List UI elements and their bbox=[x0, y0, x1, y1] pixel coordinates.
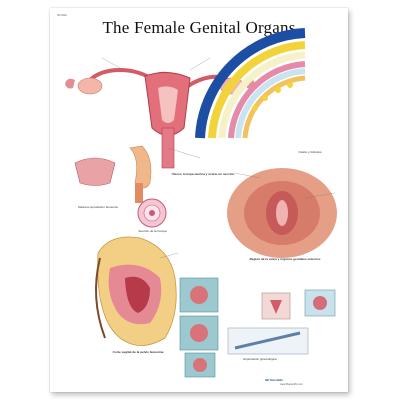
publisher-url: www.3bscientific.com bbox=[280, 383, 303, 386]
vulva-illustration bbox=[227, 168, 337, 258]
anatomy-illustrations bbox=[65, 28, 337, 378]
ovary-spiral-diagram bbox=[195, 28, 306, 139]
caption-vulva: Región de la vulva y órganos genitales e… bbox=[249, 257, 321, 261]
product-code: VR 4222 bbox=[57, 14, 67, 17]
caption-speculum-views: Exploración ginecológica bbox=[243, 357, 277, 361]
tube-cross-section bbox=[137, 198, 167, 228]
caption-pelvis-sagittal: Corte sagital de la pelvis femenina bbox=[112, 350, 164, 354]
speculum-views bbox=[179, 277, 336, 378]
caption-uterus-section: Úteros, trompa uterina y ovario en secci… bbox=[171, 172, 235, 176]
reproductive-system-figure bbox=[74, 145, 152, 203]
anatomy-poster: VR 4222 The Female Genital Organs bbox=[50, 8, 348, 392]
caption-reproductive-system: Sistema reproductor femenino bbox=[77, 205, 119, 209]
pelvis-sagittal-section bbox=[95, 236, 177, 346]
poster-title: The Female Genital Organs bbox=[102, 18, 296, 37]
publisher-logo: 3B Scientific bbox=[265, 378, 284, 382]
caption-tube-section: Sección de la trompa bbox=[138, 229, 167, 233]
caption-spiral-ovary: Ovario y folículos bbox=[298, 150, 322, 154]
